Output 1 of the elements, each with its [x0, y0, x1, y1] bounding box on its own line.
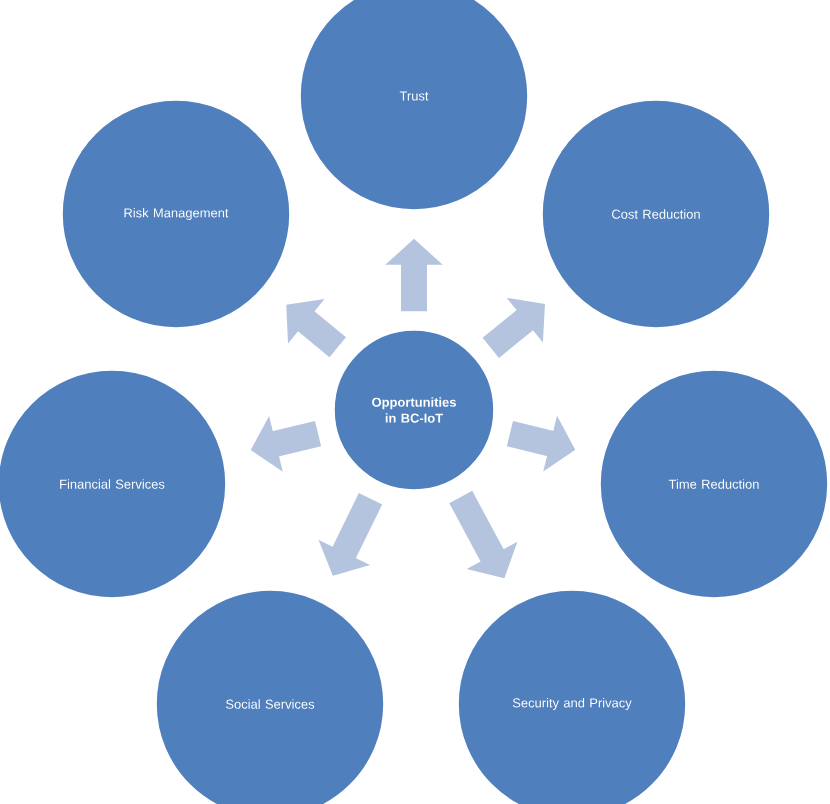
block-arrow: [482, 297, 545, 358]
